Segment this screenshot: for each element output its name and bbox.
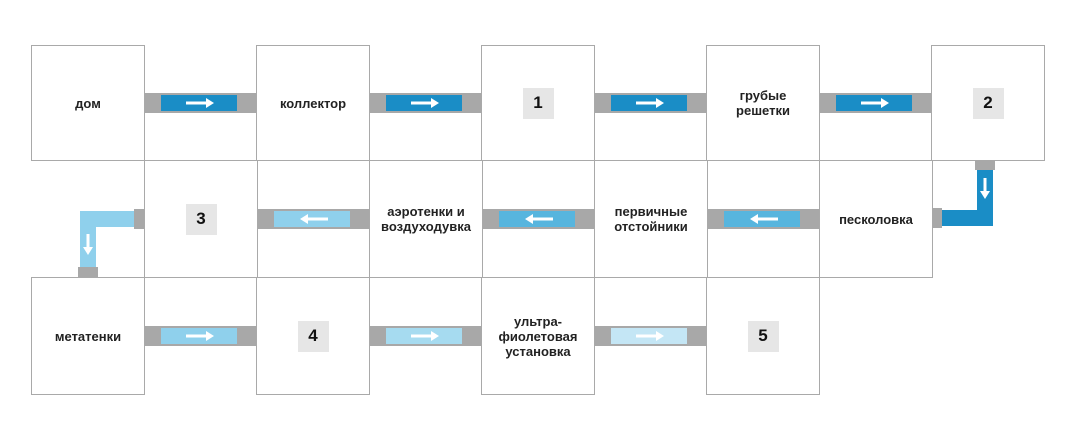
label-grubye-reshetki: грубые решетки [736,88,790,118]
arrow-down-icon [83,234,93,255]
arrow-right-icon [636,98,664,108]
box-step-1: 1 [481,45,595,161]
arrow-left-icon [750,214,778,224]
pipe-aerotenki-to-3 [258,209,369,229]
arrow-right-icon [411,98,439,108]
arrow-right-icon [411,331,439,341]
box-kollektor: коллектор [256,45,370,161]
arrow-right-icon [861,98,889,108]
step-number-4: 4 [297,320,329,352]
pipe-elbow-3-to-metatenki [76,207,144,278]
pipe-peskolovka-to-pervichnye [708,209,819,229]
pipe-elbow-2-to-peskolovka [932,160,996,230]
step-number-3: 3 [185,203,217,235]
box-step-3: 3 [144,160,258,278]
label-pervichnye-otstoyniki: первичные отстойники [614,204,688,234]
label-peskolovka: песколовка [839,211,913,227]
arrow-right-icon [186,98,214,108]
arrow-right-icon [186,331,214,341]
box-metatenki: метатенки [31,277,145,395]
box-aerotenki: аэротенки и воздуходувка [369,160,483,278]
box-uv-ustanovka: ультра- фиолетовая установка [481,277,595,395]
box-grubye-reshetki: грубые решетки [706,45,820,161]
box-step-2: 2 [931,45,1045,161]
step-number-2: 2 [972,87,1004,119]
label-kollektor: коллектор [279,95,347,111]
label-aerotenki: аэротенки и воздуходувка [381,204,471,234]
label-dom: дом [75,95,101,111]
label-uv-ustanovka: ультра- фиолетовая установка [498,313,578,359]
pipe-4-to-uv [370,326,481,346]
pipe-1-to-grubye [595,93,706,113]
box-peskolovka: песколовка [819,160,933,278]
step-number-5: 5 [747,320,779,352]
arrow-right-icon [636,331,664,341]
label-metatenki: метатенки [54,328,122,344]
arrow-left-icon [300,214,328,224]
box-step-5: 5 [706,277,820,395]
box-step-4: 4 [256,277,370,395]
box-pervichnye-otstoyniki: первичные отстойники [594,160,708,278]
pipe-uv-to-5 [595,326,706,346]
pipe-grubye-to-2 [820,93,931,113]
pipe-kollektor-to-1 [370,93,481,113]
pipe-pervichnye-to-aerotenki [483,209,594,229]
pipe-metatenki-to-4 [145,326,256,346]
arrow-down-icon [980,178,990,199]
pipe-dom-to-kollektor [145,93,256,113]
box-dom: дом [31,45,145,161]
arrow-left-icon [525,214,553,224]
step-number-1: 1 [522,87,554,119]
